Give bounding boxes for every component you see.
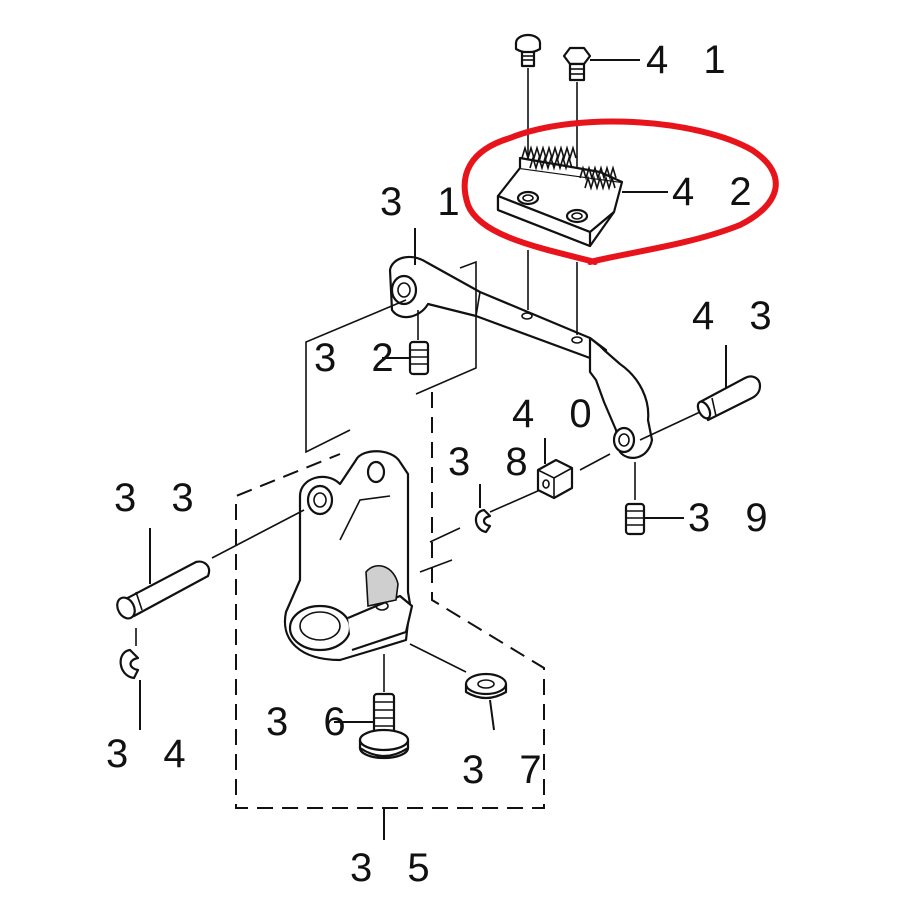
assembly-35-boundary [235,392,545,809]
callout-35: 3 5 [350,846,442,890]
set-screw-39 [624,502,646,536]
callout-34: 3 4 [106,732,198,776]
pin-43 [696,375,762,422]
highlight-circle [461,118,779,265]
screw-41-left [514,33,542,68]
leader-37 [489,699,495,731]
e-ring-34 [119,648,140,680]
callout-31: 3 1 [380,180,472,224]
callout-38: 3 8 [448,440,540,484]
callout-32: 3 2 [314,336,406,380]
crank-35 [283,450,414,662]
screw-41-right [562,46,592,82]
callout-39: 3 9 [688,496,780,540]
nut-40 [536,458,574,500]
feed-dog-42 [496,145,624,248]
callout-41: 4 1 [646,38,738,82]
callout-36: 3 6 [266,700,358,744]
washer-37 [464,672,508,700]
callout-33: 3 3 [114,476,206,520]
e-ring-38 [474,508,492,534]
screw-36 [358,692,410,760]
callout-42: 4 2 [672,170,764,214]
callout-37: 3 7 [462,748,554,792]
pin-33 [116,560,211,620]
callout-40: 4 0 [512,392,604,436]
set-screw-32 [408,340,430,376]
callout-43: 4 3 [692,294,784,338]
feed-bar-31 [388,255,654,459]
